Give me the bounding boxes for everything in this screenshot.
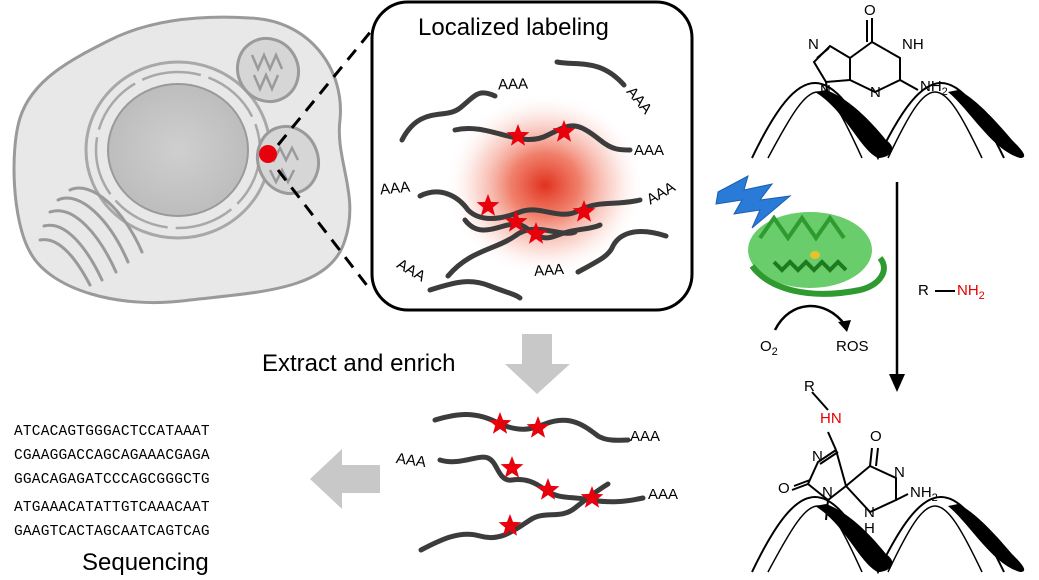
labeling-radius-glow bbox=[445, 93, 645, 277]
nucleus bbox=[107, 83, 249, 217]
poly-a-tail: AAA bbox=[533, 260, 565, 281]
reaction-arrowhead bbox=[889, 374, 905, 392]
product-n-a: N bbox=[812, 448, 823, 465]
zoom-line-top bbox=[276, 29, 374, 146]
dna-helix-top bbox=[751, 82, 1025, 161]
guanine-o: O bbox=[864, 2, 876, 19]
sequencing-label: Sequencing bbox=[82, 549, 209, 576]
mitochondrion-top bbox=[235, 36, 301, 104]
ros-arrowhead bbox=[838, 320, 851, 332]
extract-arrow bbox=[505, 334, 570, 394]
guanine-n3: N bbox=[870, 84, 881, 101]
golgi bbox=[38, 186, 144, 287]
reagent-r: R bbox=[918, 282, 929, 299]
product-o-left: O bbox=[778, 480, 790, 497]
sequence-read: GGACAGAGATCCCAGCGGGCTG bbox=[14, 472, 210, 488]
label-star bbox=[580, 486, 604, 508]
labeling-site-marker bbox=[259, 145, 277, 163]
product-nh2: NH2 bbox=[910, 484, 938, 504]
label-star bbox=[552, 120, 576, 142]
label-star bbox=[506, 124, 530, 146]
label-star bbox=[488, 412, 512, 434]
ros-label: ROS bbox=[836, 338, 869, 355]
label-star bbox=[526, 416, 550, 438]
product-n-c: N bbox=[822, 484, 833, 501]
label-star bbox=[536, 478, 560, 500]
product-r: R bbox=[804, 378, 815, 395]
guanine-n9: N bbox=[820, 82, 831, 99]
poly-a-tail: AAA bbox=[634, 142, 665, 159]
product-hn: HN bbox=[820, 410, 842, 427]
extract-enrich-label: Extract and enrich bbox=[262, 350, 456, 377]
sequence-read: GAAGTCACTAGCAATCAGTCAG bbox=[14, 524, 210, 540]
sequence-read: ATCACAGTGGGACTCCATAAAT bbox=[14, 424, 210, 440]
poly-a-tail: AAA bbox=[497, 75, 529, 94]
guanine-nh: NH bbox=[902, 36, 924, 53]
guanine-n7: N bbox=[808, 36, 819, 53]
spiroiminodihydantoin-structure bbox=[791, 391, 909, 521]
sequence-read: ATGAAACATATTGTCAAACAAT bbox=[14, 500, 210, 516]
guanine-structure bbox=[812, 18, 919, 99]
product-o-top: O bbox=[870, 428, 882, 445]
dna-helix-bottom bbox=[751, 496, 1025, 575]
sequence-read: CGAAGGACCAGCAGAAACGAGA bbox=[14, 448, 210, 464]
label-star bbox=[476, 194, 500, 216]
labeled-sites-box bbox=[476, 120, 596, 244]
zoom-line-bottom bbox=[276, 169, 374, 293]
product-n-b: N bbox=[894, 464, 905, 481]
label-star bbox=[572, 200, 596, 222]
product-nh: N bbox=[864, 504, 875, 521]
mitochondrion-right bbox=[256, 124, 320, 196]
poly-a-tail: AAA bbox=[379, 178, 411, 199]
label-star bbox=[500, 456, 524, 478]
localized-labeling-title: Localized labeling bbox=[418, 14, 609, 41]
reagent-amine: NH2 bbox=[957, 282, 985, 302]
product-h: H bbox=[864, 520, 875, 537]
sequencing-arrow bbox=[310, 449, 380, 509]
oxygen-label: O2 bbox=[760, 338, 778, 358]
lightning-bolt-icon bbox=[715, 175, 792, 229]
ros-generation-arrow bbox=[773, 304, 847, 331]
cell-illustration bbox=[12, 15, 352, 304]
label-star bbox=[524, 222, 548, 244]
label-star bbox=[504, 210, 528, 232]
poly-a-tail: AAA bbox=[630, 428, 661, 445]
guanine-nh2: NH2 bbox=[920, 78, 948, 98]
labeled-sites-enriched bbox=[488, 412, 604, 536]
label-star bbox=[498, 514, 522, 536]
protein-structure-icon bbox=[748, 212, 887, 297]
poly-a-tail: AAA bbox=[648, 486, 679, 503]
